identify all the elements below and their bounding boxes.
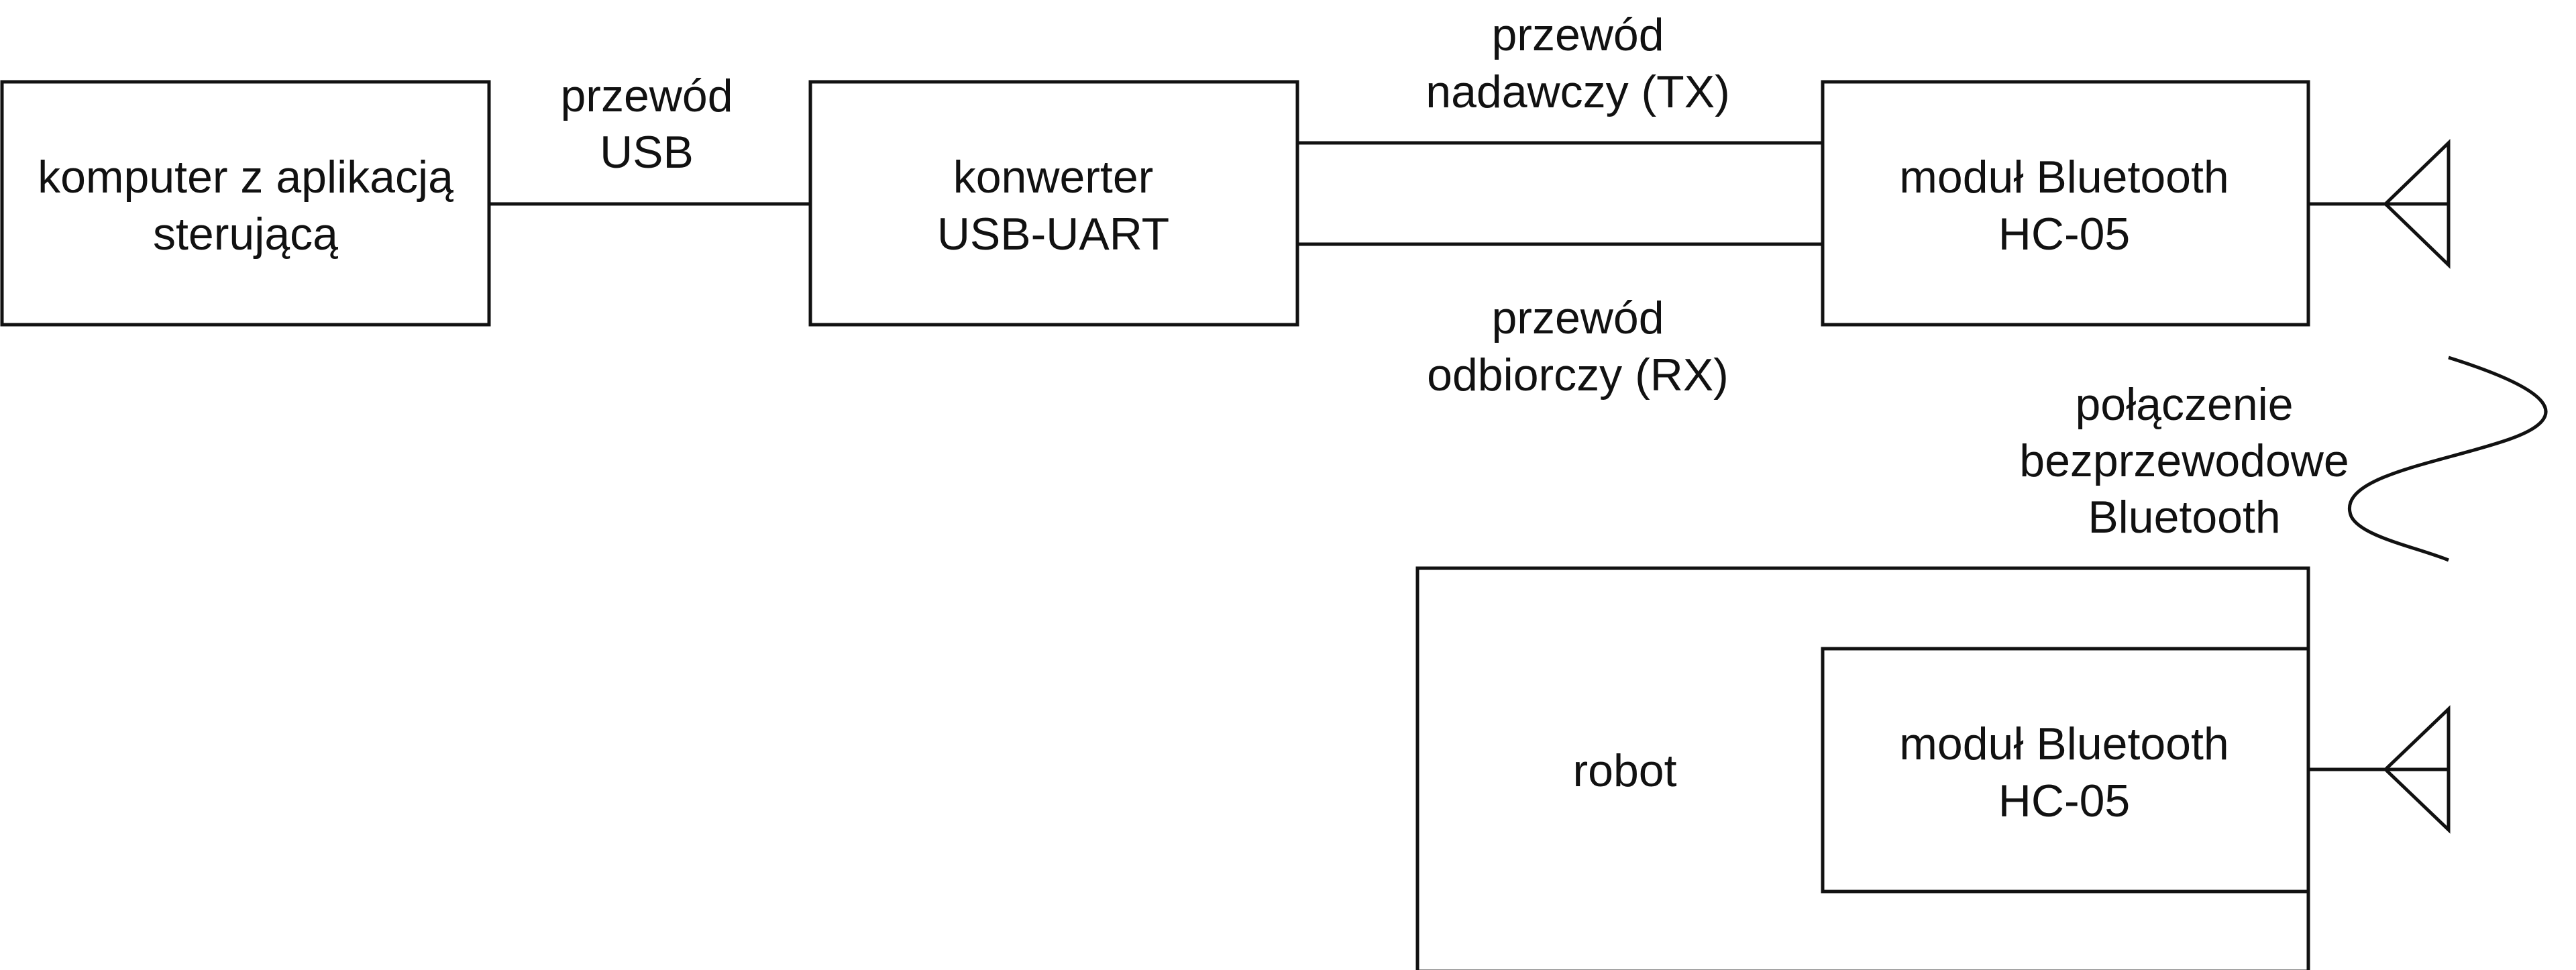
- rx-label-line1: przewód: [1491, 292, 1664, 343]
- tx-label-line1: przewód: [1491, 9, 1664, 60]
- antenna-icon: [2308, 139, 2451, 269]
- wireless-label-line2: bezprzewodowe: [2019, 435, 2349, 486]
- usb-connection: przewód USB: [489, 70, 810, 206]
- tx-connection: przewód nadawczy (TX): [1297, 9, 1823, 145]
- computer-box: [0, 80, 491, 327]
- converter-box: [808, 80, 1299, 327]
- bt-module-top-box: [1821, 80, 2310, 327]
- converter-label-line2: USB-UART: [937, 209, 1169, 260]
- antenna-icon: [2308, 705, 2451, 834]
- converter-node: konwerter USB-UART: [808, 80, 1299, 327]
- bt-module-top-node: moduł Bluetooth HC-05: [1821, 80, 2310, 327]
- tx-label-line2: nadawczy (TX): [1426, 66, 1729, 117]
- robot-label: robot: [1573, 745, 1677, 796]
- wireless-label-line1: połączenie: [2075, 379, 2293, 430]
- wireless-connection: połączenie bezprzewodowe Bluetooth: [2019, 356, 2548, 562]
- bt-module-robot-box: [1821, 647, 2310, 894]
- wireless-wave-icon: [2348, 356, 2548, 562]
- computer-label-line2: sterującą: [153, 209, 338, 260]
- usb-label-line1: przewód: [560, 70, 733, 121]
- bt-module-top-label-line1: moduł Bluetooth: [1899, 152, 2229, 203]
- wireless-label-line3: Bluetooth: [2088, 492, 2280, 543]
- rx-connection: przewód odbiorczy (RX): [1297, 242, 1823, 400]
- bt-module-robot-node: moduł Bluetooth HC-05: [1821, 647, 2310, 894]
- usb-label-line2: USB: [600, 127, 694, 178]
- converter-label-line1: konwerter: [953, 152, 1154, 203]
- bt-module-robot-label-line2: HC-05: [1998, 775, 2131, 826]
- computer-label-line1: komputer z aplikacją: [38, 152, 453, 203]
- computer-node: komputer z aplikacją sterującą: [0, 80, 491, 327]
- bt-module-top-label-line2: HC-05: [1998, 209, 2131, 260]
- bt-module-robot-label-line1: moduł Bluetooth: [1899, 718, 2229, 769]
- rx-label-line2: odbiorczy (RX): [1427, 349, 1729, 400]
